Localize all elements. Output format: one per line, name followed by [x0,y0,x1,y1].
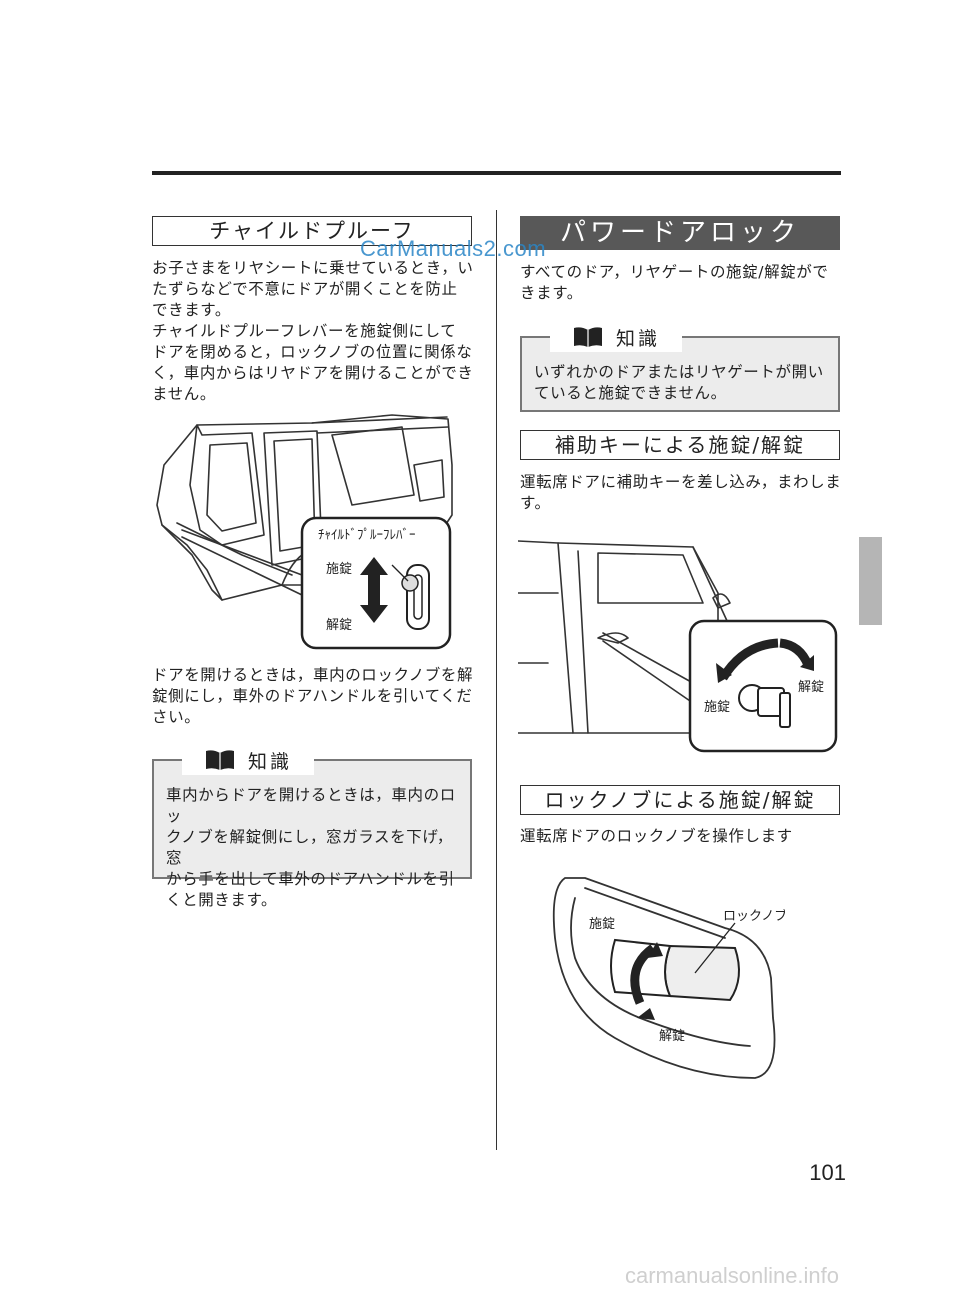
unlock-label: 解錠 [798,680,824,695]
double-arrow-icon [360,557,388,623]
aux-key-text: 運転席ドアに補助キーを差し込み，まわしま す。 [520,473,842,512]
knowledge-note: 車内からドアを開けるときは，車内のロッ クノブを解錠側にし，窓ガラスを下げ，窓 … [152,759,472,909]
aux-key-figure: 施錠 解錠 [518,540,838,753]
note-title-right: 知識 [616,327,661,350]
note-header: 知識 [182,745,315,775]
power-door-lock-heading: パワードアロック [520,216,840,250]
book-icon [574,327,602,347]
unlock-label: 解錠 [326,618,352,633]
unlock-direction-arrow-icon [637,1008,655,1020]
lock-label: 施錠 [589,917,615,932]
child-proof-heading: チャイルドプルーフ [152,216,472,246]
section-tab [859,537,882,625]
book-icon [206,750,234,770]
watermark-top: CarManuals2.com [360,236,547,261]
lever-label: ﾁｬｲﾙﾄﾞﾌﾟﾙｰﾌﾚﾊﾞｰ [318,528,416,543]
child-proof-figure: ﾁｬｲﾙﾄﾞﾌﾟﾙｰﾌﾚﾊﾞｰ 施錠 解錠 [156,414,453,650]
note-header-right: 知識 [550,322,683,352]
child-proof-intro: お子さまをリヤシートに乗せているとき，い たずらなどで不意にドアが開くことを防止… [152,259,474,403]
lock-label: 施錠 [326,562,352,577]
lock-knob-figure: 施錠 ロックノブ 解錠 [552,877,785,1079]
page-number: 101 [809,1160,846,1185]
column-divider [496,210,497,1150]
watermark-bottom: carmanualsonline.info [625,1263,840,1288]
lock-label: 施錠 [704,700,730,715]
unlock-label: 解錠 [659,1029,685,1044]
lock-knob-heading: ロックノブによる施錠/解錠 [520,785,840,815]
note-text-right: いずれかのドアまたはリヤゲートが開い ていると施錠できません。 [534,363,824,402]
rotate-right-arrow-icon [800,655,814,671]
power-door-lock-intro: すべてのドア，リヤゲートの施錠/解錠がで きます。 [520,263,829,302]
rotate-left-arrow-icon [716,663,732,683]
aux-key-heading: 補助キーによる施錠/解錠 [520,430,840,460]
open-door-text: ドアを開けるときは，車内のロックノブを解 錠側にし，車外のドアハンドルを引いてく… [152,666,474,726]
top-rule [152,171,841,175]
note-text: 車内からドアを開けるときは，車内のロッ クノブを解錠側にし，窓ガラスを下げ，窓 … [166,786,456,909]
knob-label: ロックノブ [723,908,785,924]
lock-knob-text: 運転席ドアのロックノブを操作します [520,827,793,845]
note-title: 知識 [248,750,293,773]
lock-direction-arrow-icon [647,942,663,958]
